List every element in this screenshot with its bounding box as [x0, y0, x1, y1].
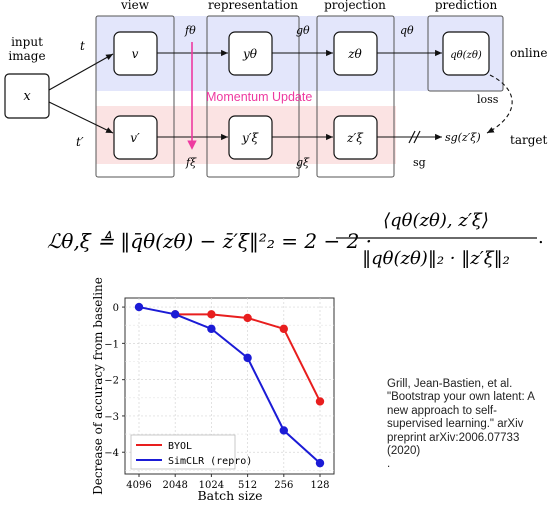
series-point-0: [207, 310, 216, 319]
equation-denominator: ‖qθ(zθ)‖₂ · ‖z′ξ‖₂: [362, 248, 510, 269]
x-tick-label: 512: [238, 480, 257, 491]
projection-column: [316, 15, 395, 178]
series-point-0: [315, 397, 325, 406]
bootstrap-diagram: view representation projection predictio…: [4, 0, 547, 178]
equation-numerator: ⟨qθ(zθ), z′ξ⟩: [383, 210, 489, 231]
momentum-label: Momentum Update: [206, 90, 312, 104]
node-q-theta-label: qθ(zθ): [450, 50, 482, 61]
label-q-theta: qθ: [400, 24, 414, 37]
label-f-xi: fξ: [185, 156, 197, 169]
node-sg-label: sg(z′ξ): [445, 131, 481, 144]
series-point-1: [279, 426, 288, 435]
x-tick-label: 2048: [162, 480, 187, 491]
node-q-theta: [442, 31, 490, 76]
series-point-1: [243, 353, 252, 363]
series-point-1: [134, 302, 144, 312]
legend-box: [130, 434, 236, 470]
x-axis-label: Batch size: [197, 488, 262, 503]
label-t: t: [80, 39, 85, 53]
chart-series: [134, 302, 325, 468]
node-z-xi-label: z′ξ: [346, 131, 364, 145]
series-point-1: [207, 324, 216, 334]
series-point-1: [171, 310, 180, 319]
x-tick-label: 4096: [126, 480, 151, 491]
loss-label: loss: [477, 93, 499, 106]
representation-column: [206, 15, 300, 178]
target-label: target: [510, 133, 547, 147]
citation: Grill, Jean-Bastien, et al. "Bootstrap y…: [387, 378, 535, 471]
equation-end: .: [538, 227, 544, 248]
label-t-prime: t′: [76, 135, 84, 149]
y-ticks: 0 −1 −2 −3 −4: [104, 303, 125, 459]
node-y-xi-label: y′ξ: [241, 131, 260, 145]
loss-connector: [486, 74, 513, 134]
label-sg: sg: [413, 156, 426, 169]
y-tick-label: −2: [104, 376, 119, 387]
y-axis-label: Decrease of accuracy from baseline: [91, 277, 105, 495]
legend-label-byol: BYOL: [168, 441, 192, 452]
series-line-1: [138, 306, 321, 464]
series-point-0: [279, 324, 288, 334]
input-var: x: [23, 89, 31, 104]
chart-legend: BYOL SimCLR (repro): [130, 434, 252, 470]
label-g-theta: gθ: [296, 24, 310, 37]
x-tick-label: 1024: [199, 480, 224, 491]
equation-lhs: ℒθ,ξ ≜ ‖q̄θ(zθ) − z̄′ξ‖²₂ = 2 − 2 ·: [47, 229, 372, 254]
edge-t-prime: [48, 101, 114, 134]
edge-t: [48, 53, 114, 91]
series-point-0: [243, 313, 252, 323]
series-point-1: [315, 458, 325, 468]
y-tick-label: −4: [104, 448, 119, 459]
x-tick-label: 128: [310, 480, 329, 491]
x-tick-label: 256: [274, 480, 293, 491]
y-tick-label: 0: [113, 303, 119, 314]
label-g-xi: gξ: [296, 156, 310, 169]
input-node: [4, 73, 50, 119]
header-representation: representation: [208, 0, 298, 12]
loss-equation: ℒθ,ξ ≜ ‖q̄θ(zθ) − z̄′ξ‖²₂ = 2 − 2 · ⟨qθ(…: [47, 210, 544, 269]
label-f-theta: fθ: [184, 24, 196, 37]
batch-size-chart: 0 −1 −2 −3 −4 4096 2048 1024 512 256 128 Batch si…: [91, 277, 335, 503]
online-label: online: [510, 46, 547, 60]
x-ticks: 4096 2048 1024 512 256 128: [126, 474, 330, 491]
node-y-theta-label: yθ: [242, 47, 258, 61]
header-prediction: prediction: [435, 0, 498, 12]
y-tick-label: −1: [104, 339, 119, 350]
legend-label-simclr: SimCLR (repro): [168, 456, 252, 467]
node-v-label: v: [132, 47, 139, 61]
node-v-prime-label: v′: [130, 131, 140, 145]
header-projection: projection: [324, 0, 386, 12]
node-z-theta-label: zθ: [347, 47, 362, 61]
stop-gradient-mark: [408, 130, 421, 144]
header-view: view: [120, 0, 150, 12]
view-column: [95, 15, 175, 178]
y-tick-label: −3: [104, 412, 119, 423]
